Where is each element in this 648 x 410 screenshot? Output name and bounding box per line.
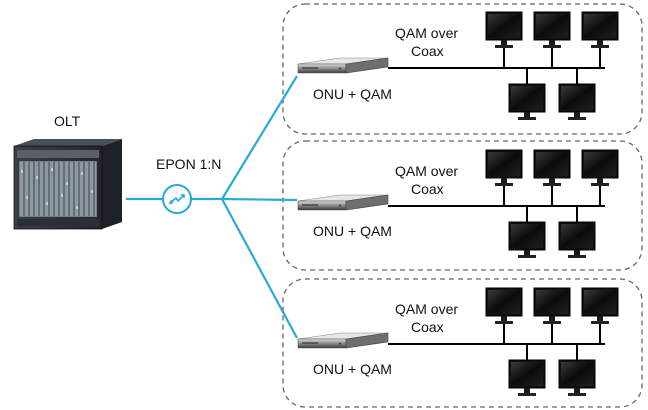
olt-label: OLT	[54, 113, 81, 129]
tv-icon	[558, 221, 596, 259]
tv-icon	[533, 149, 571, 187]
coax-links	[388, 48, 605, 360]
onu-device-icon	[297, 332, 389, 349]
coax-label-line2: Coax	[411, 319, 444, 335]
tv-icon	[485, 11, 523, 49]
onu-label: ONU + QAM	[313, 223, 392, 239]
tv-icon	[581, 287, 619, 325]
olt-chassis-icon	[13, 139, 122, 230]
coax-label-line2: Coax	[411, 181, 444, 197]
coax-label-line2: Coax	[411, 43, 444, 59]
onu-device-icon	[297, 194, 389, 211]
pon-label: EPON 1:N	[156, 156, 221, 172]
tv-icon	[558, 359, 596, 397]
tv-icon	[581, 11, 619, 49]
splitter-icon	[162, 184, 192, 214]
tv-icon	[581, 149, 619, 187]
tv-icon	[558, 83, 596, 121]
tv-icon	[485, 149, 523, 187]
group-frame	[282, 278, 643, 408]
onu-label: ONU + QAM	[313, 86, 392, 102]
tv-icon	[533, 287, 571, 325]
coax-label-line1: QAM over	[395, 25, 458, 41]
tv-icon	[508, 83, 546, 121]
group-frame	[282, 140, 643, 271]
tv-icon	[533, 11, 571, 49]
tv-icon	[508, 221, 546, 259]
fiber-links	[126, 75, 298, 339]
onu-device-icon	[297, 57, 389, 74]
tv-icon	[485, 287, 523, 325]
group-frame	[282, 3, 643, 135]
tv-icon	[508, 359, 546, 397]
coax-label-line1: QAM over	[395, 163, 458, 179]
onu-label: ONU + QAM	[313, 361, 392, 377]
coax-label-line1: QAM over	[395, 301, 458, 317]
